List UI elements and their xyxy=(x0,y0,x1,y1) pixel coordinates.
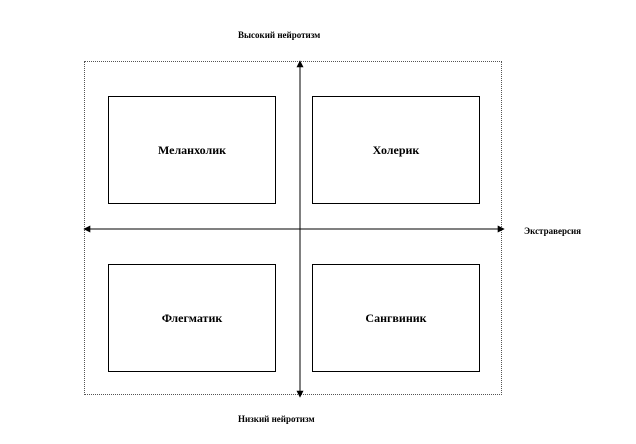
quadrant-melancholic-label: Меланхолик xyxy=(157,142,227,157)
quadrant-melancholic: Меланхолик xyxy=(108,96,276,204)
quadrant-sanguine: Сангвиник xyxy=(312,264,480,372)
quadrant-choleric: Холерик xyxy=(312,96,480,204)
quadrant-choleric-label: Холерик xyxy=(372,142,420,157)
quadrant-phlegmatic: Флегматик xyxy=(108,264,276,372)
axis-label-low-neuroticism: Низкий нейротизм xyxy=(238,414,315,424)
axis-label-extraversion: Экстраверсия xyxy=(524,226,582,236)
axis-label-high-neuroticism: Высокий нейротизм xyxy=(238,30,321,40)
quadrant-sanguine-label: Сангвиник xyxy=(365,310,427,325)
quadrant-phlegmatic-label: Флегматик xyxy=(161,310,223,325)
